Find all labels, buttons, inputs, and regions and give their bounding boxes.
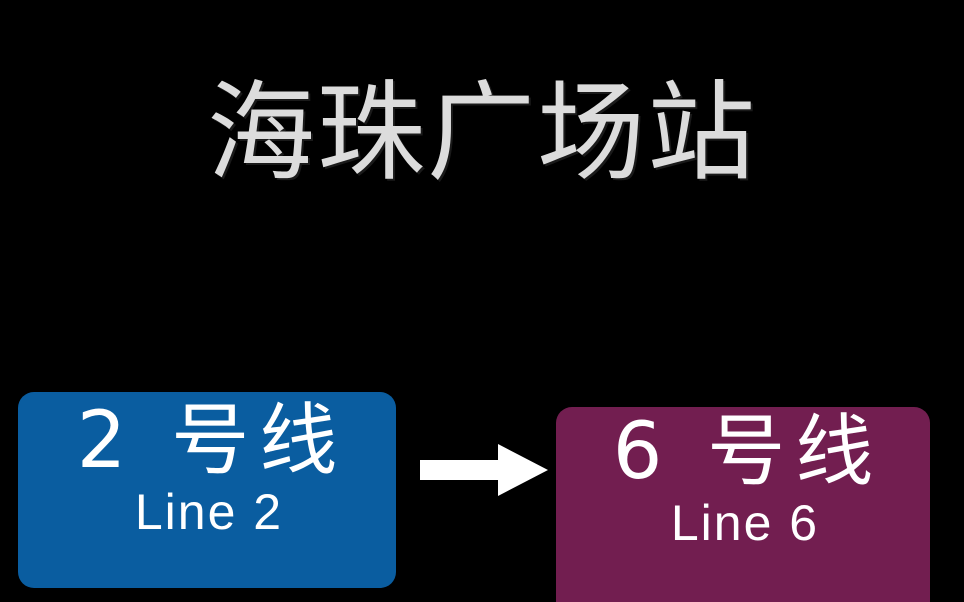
transfer-row: 2 号线 Line 2 6 号线 Line 6 bbox=[0, 380, 964, 602]
line-badge-to-label-en: Line 6 bbox=[670, 495, 820, 551]
line-badge-from[interactable]: 2 号线 Line 2 bbox=[18, 392, 396, 588]
line-badge-from-label-cn: 2 号线 bbox=[76, 396, 348, 486]
line-badge-to-label-cn: 6 号线 bbox=[612, 407, 884, 497]
page-title: 海珠广场站 bbox=[206, 71, 757, 196]
line-badge-from-label-en: Line 2 bbox=[134, 484, 284, 540]
line-badge-to[interactable]: 6 号线 Line 6 bbox=[556, 407, 930, 602]
arrow-right-icon bbox=[420, 442, 548, 498]
